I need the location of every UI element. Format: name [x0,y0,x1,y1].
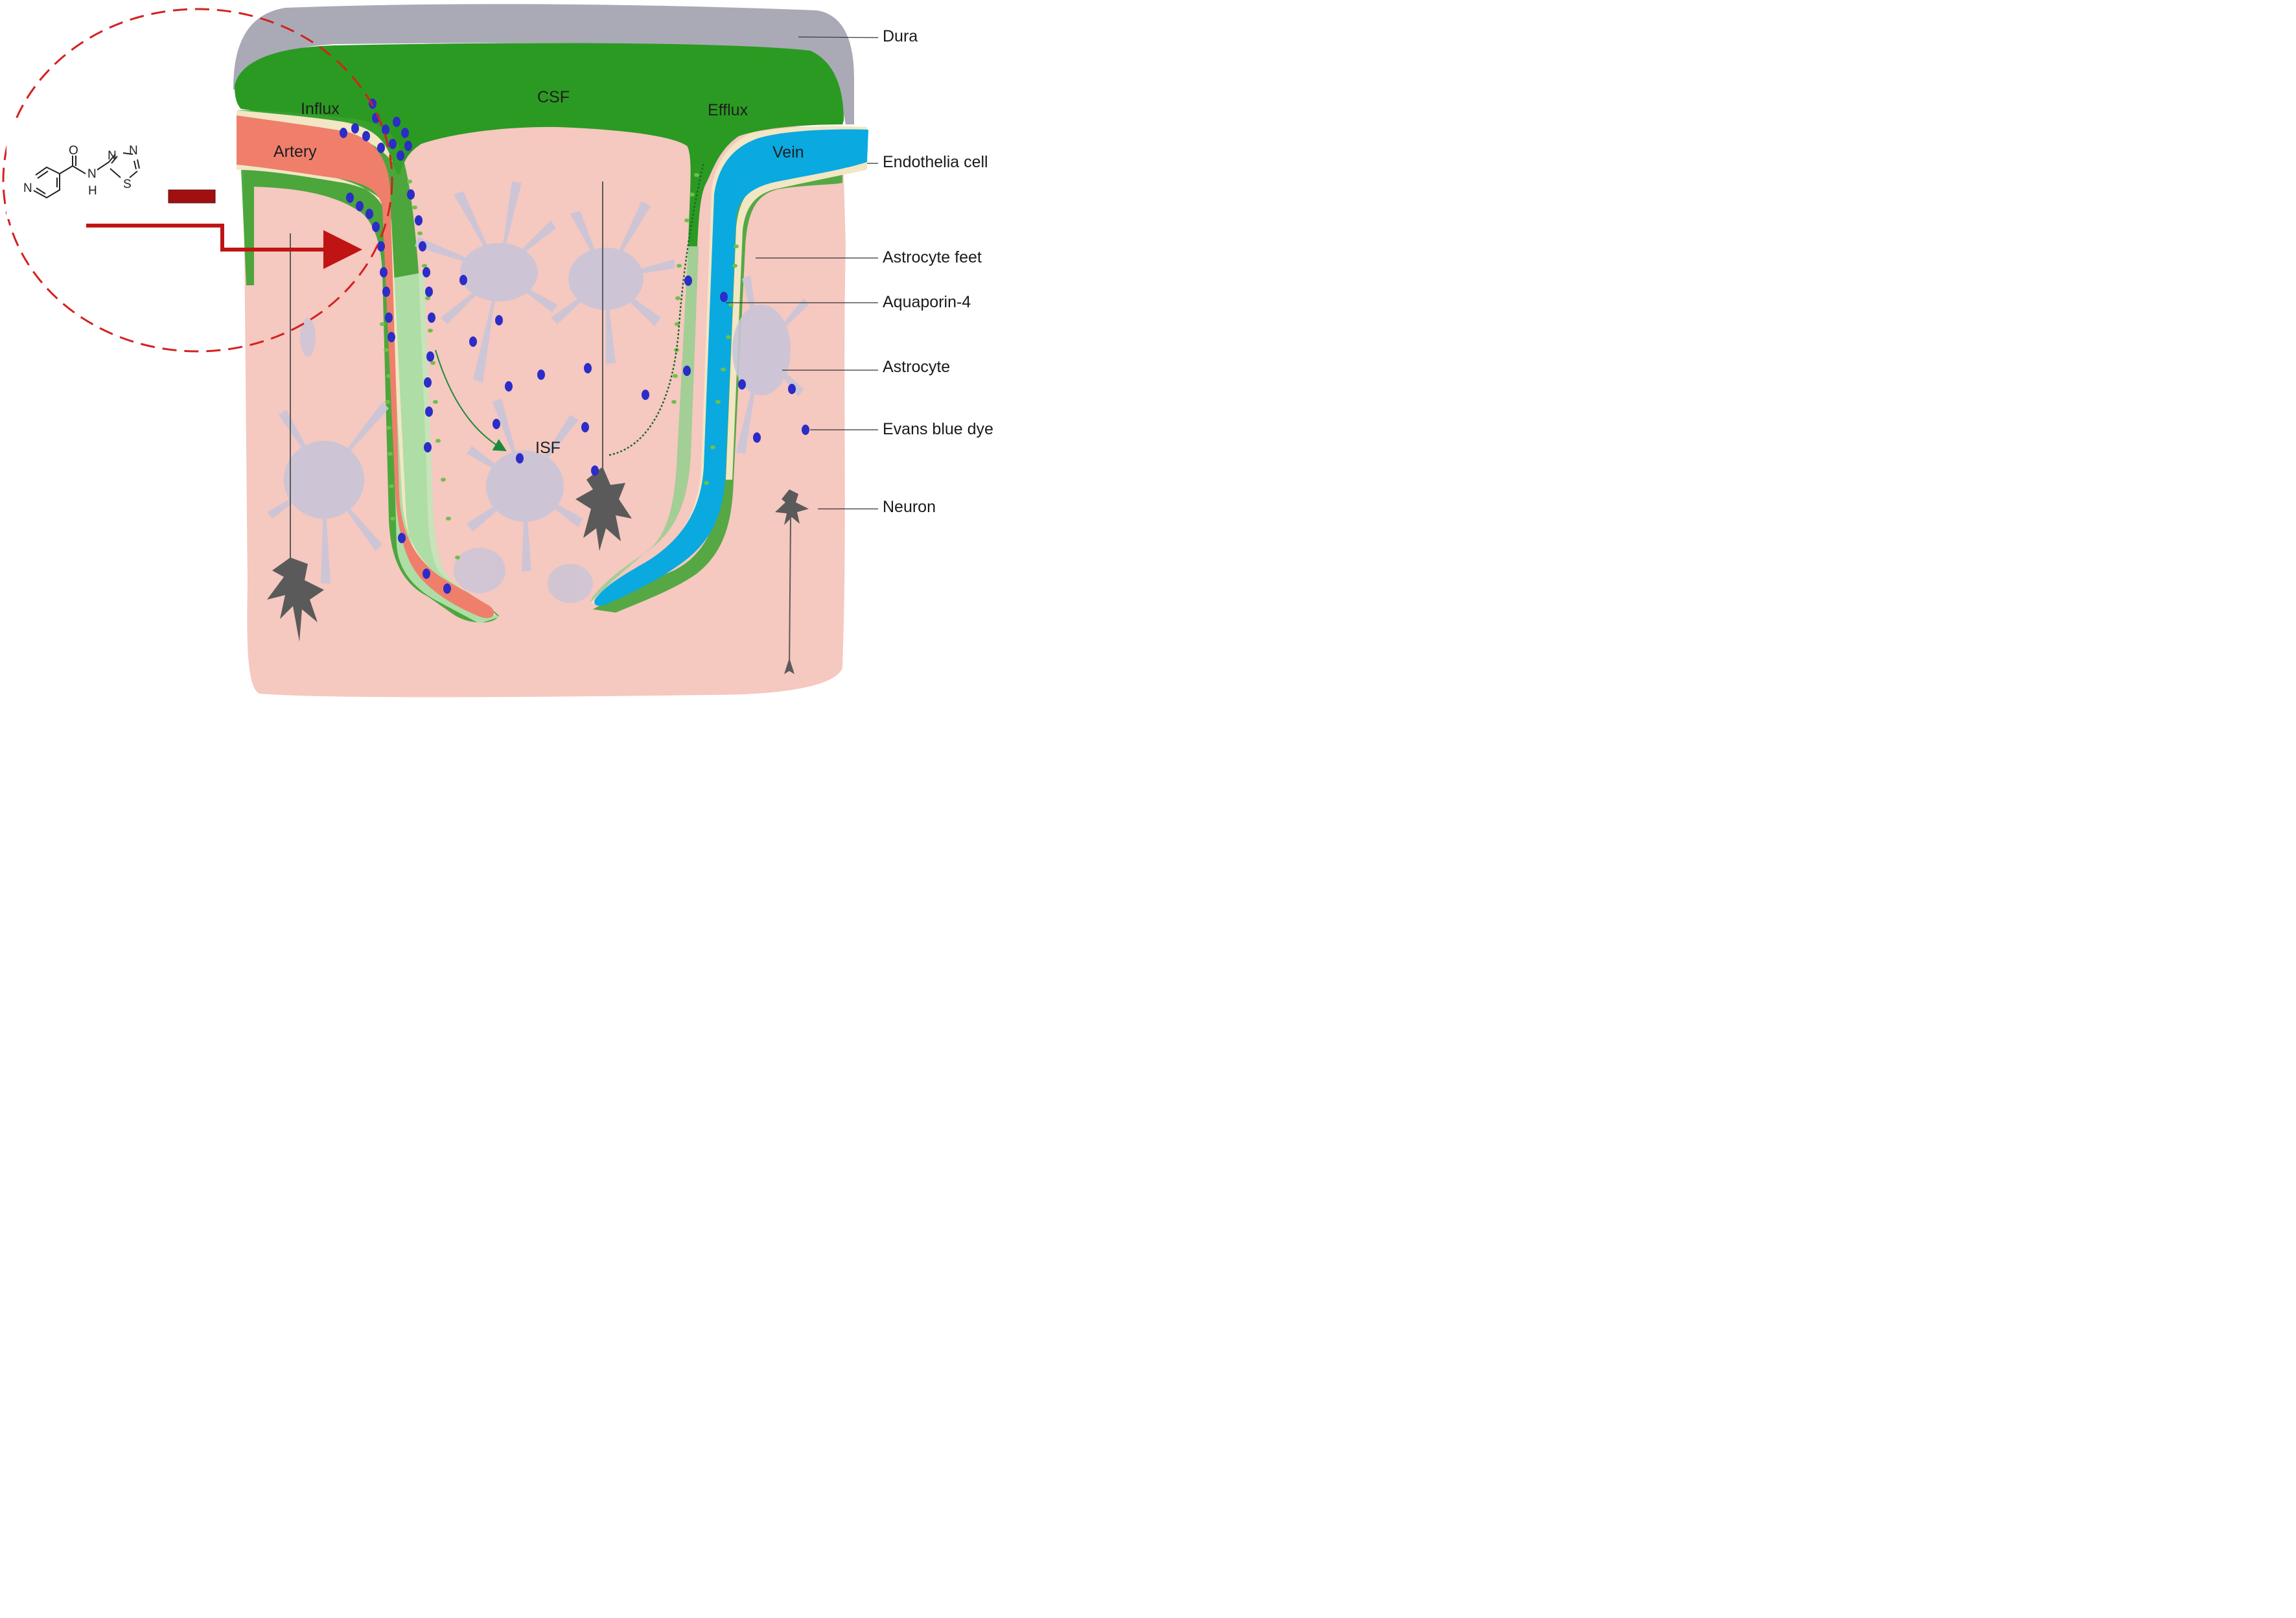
inhibition-minus-icon [168,189,216,204]
isf-label: ISF [535,439,561,457]
legend-neuron: Neuron [883,498,936,516]
atom-pyridine-n: N [23,182,32,195]
evans-blue-legend-swatch [802,425,809,435]
legend-evans-blue-dye: Evans blue dye [883,420,993,438]
astrocyte-cluster-1 [415,182,557,382]
neuron-right [775,489,809,674]
aquaporin-markers [380,173,739,559]
astrocyte-cluster-5 [732,276,809,454]
legend-leader-lines [726,36,879,510]
dura-layer [233,4,854,125]
vein-inner-green [590,246,699,603]
artery-label: Artery [273,143,317,161]
influx-flow-arrow [435,349,507,452]
legend-endothelia-cell: Endothelia cell [883,153,988,171]
artery-vessel [237,115,494,618]
astrocyte-cluster-3 [467,399,583,572]
legend-astrocyte: Astrocyte [883,358,951,376]
vein-label: Vein [772,143,804,161]
dashed-highlight-circle [2,8,393,353]
astrocyte-cluster-6 [300,318,593,603]
inhibition-arrow [86,224,362,269]
atom-amide-h: H [88,184,97,198]
artery-outer-pale-sheath [389,272,499,624]
atom-ring-s: S [123,178,132,191]
efflux-flow-line [609,161,705,456]
legend-aquaporin-4: Aquaporin-4 [883,293,971,311]
csf-label: CSF [537,88,570,106]
vein-vessel [594,129,868,606]
atom-ring-n1: N [108,149,117,163]
atom-amide-n: N [87,167,97,181]
legend-astrocyte-feet: Astrocyte feet [883,248,982,266]
vein-green-sheath [593,149,842,613]
evans-blue-dye-dots [340,99,796,594]
legend-dura: Dura [883,27,918,45]
influx-label: Influx [301,100,340,118]
atom-carbonyl-o: O [69,144,78,158]
brain-tissue [243,124,846,698]
diagram-canvas: N O N H N N S CSF Influx Efflux Artery V… [2,4,879,698]
efflux-label: Efflux [708,101,748,119]
neuron-left [267,233,324,642]
compound-structure [33,152,140,199]
astrocyte-cluster-2 [551,201,675,364]
atom-ring-n2: N [129,144,138,158]
glymphatic-diagram: N O N H N N S CSF Influx Efflux Artery V… [0,0,1013,714]
artery-endothelia-top [237,110,393,162]
neuron-center [575,182,632,551]
